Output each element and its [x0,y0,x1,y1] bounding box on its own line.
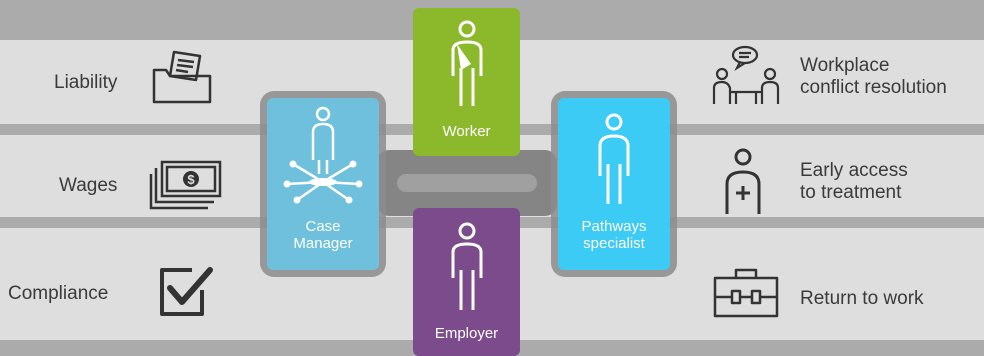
case-manager-label: Case Manager [267,218,379,252]
compliance-label: Compliance [8,283,109,304]
workplace-conflict-label: Workplace conflict resolution [800,55,947,99]
employer-card: Employer [413,208,520,356]
workplace-conflict-line1: Workplace [800,55,890,76]
case-manager-line1: Case [305,218,341,235]
center-hub-bar [397,174,537,192]
employer-label: Employer [434,325,499,342]
svg-text:$: $ [187,172,195,187]
case-manager-card: Case Manager [267,98,379,270]
employer-person-icon [451,222,483,310]
wages-label: Wages [59,175,118,196]
worker-label: Worker [442,123,491,140]
case-manager-network-icon [283,106,363,204]
meeting-discussion-icon [712,45,780,104]
pathways-line1: Pathways [581,218,647,235]
liability-label: Liability [54,72,118,93]
early-access-label: Early access to treatment [800,160,908,204]
early-access-line1: Early access [800,160,908,181]
medical-person-icon [725,148,761,214]
worker-card: Worker [413,8,520,156]
workplace-conflict-line2: conflict resolution [800,77,947,98]
pathways-label: Pathways specialist [558,218,670,252]
case-manager-line2: Manager [293,235,353,252]
pathways-specialist-card: Pathways specialist [558,98,670,270]
injured-worker-icon [451,20,483,106]
briefcase-icon [713,268,779,318]
money-stack-icon: $ [149,160,222,210]
checkbox-icon [160,267,213,316]
folder-document-icon [152,50,212,104]
early-access-line2: to treatment [800,182,902,203]
return-to-work-label: Return to work [800,288,924,309]
pathways-line2: specialist [583,235,645,252]
pathways-person-icon [598,113,630,204]
